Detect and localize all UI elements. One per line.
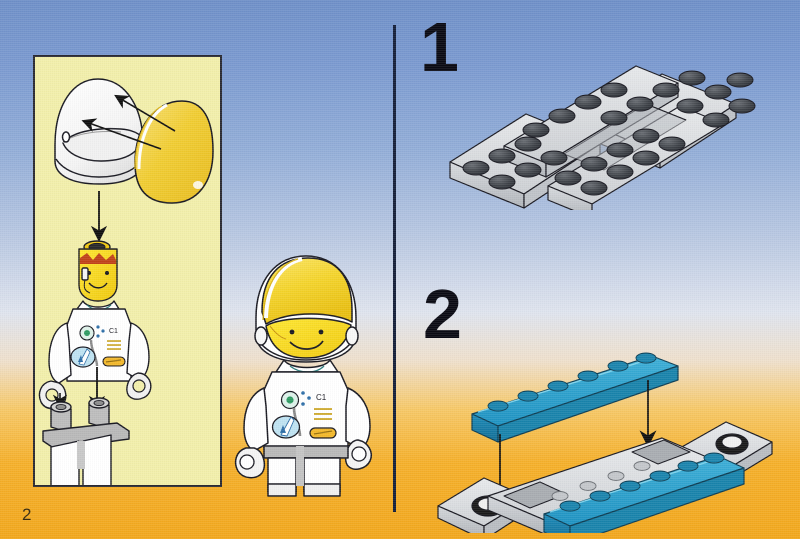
minifigure-assembly-inset: C1 — [33, 55, 222, 487]
chassis-with-blue-plates — [437, 352, 773, 533]
blue-plate-bottom — [543, 452, 745, 533]
step-1-illustration — [440, 50, 780, 210]
step-1-number: 1 — [420, 8, 459, 86]
step-2-number: 2 — [423, 275, 462, 353]
assembly-arrow — [52, 367, 106, 412]
minifigure-in-inset: C1 — [38, 240, 152, 410]
car-base-plate — [449, 65, 756, 210]
plate-studs — [462, 70, 756, 196]
step-2-illustration — [432, 318, 784, 533]
astronaut-artwork: C1 — [234, 255, 372, 497]
assembly-arrow — [81, 94, 176, 150]
torso-label-c1: C1 — [109, 328, 118, 335]
astronaut-minifigure: C1 — [234, 248, 384, 498]
page-number: 2 — [22, 505, 32, 524]
helmet-visor-part — [134, 100, 214, 204]
minifigure-legs-part — [42, 397, 130, 485]
space-helmet-part — [54, 78, 144, 185]
torso-label-c1-large: C1 — [316, 393, 327, 402]
blue-plate-top — [471, 352, 679, 443]
inset-artwork: C1 — [38, 78, 214, 485]
column-divider — [393, 25, 396, 512]
